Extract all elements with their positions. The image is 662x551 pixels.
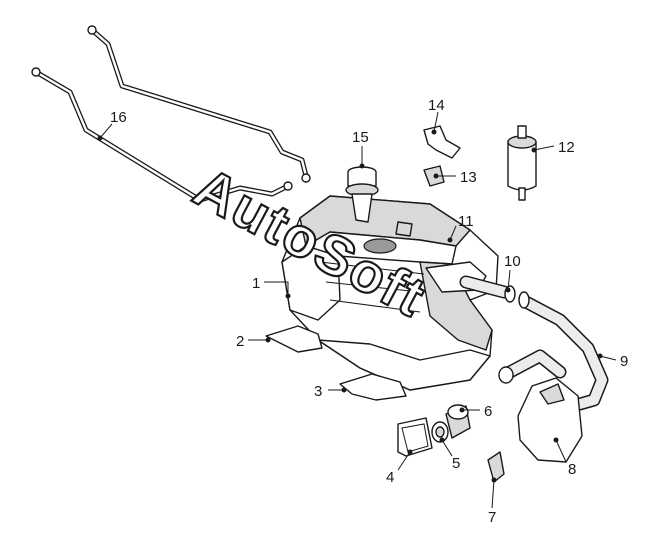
tank-strap-front-part[interactable] — [265, 325, 323, 353]
clip-part[interactable] — [487, 451, 505, 483]
callout-11[interactable]: 11 — [458, 213, 474, 230]
callout-12[interactable]: 12 — [558, 139, 575, 156]
callout-6[interactable]: 6 — [484, 403, 492, 420]
access-cover-part[interactable] — [397, 417, 433, 457]
callout-9[interactable]: 9 — [620, 353, 628, 370]
callout-5[interactable]: 5 — [452, 455, 460, 472]
callout-14[interactable]: 14 — [428, 97, 445, 114]
fuel-filter-part[interactable] — [507, 125, 537, 201]
filter-bracket-part[interactable] — [423, 125, 461, 159]
callout-10[interactable]: 10 — [504, 253, 521, 270]
callout-13[interactable]: 13 — [460, 169, 477, 186]
bracket-cover-part[interactable] — [517, 377, 583, 463]
callout-1[interactable]: 1 — [252, 275, 260, 292]
callout-8[interactable]: 8 — [568, 461, 576, 478]
gasket-ring-part[interactable] — [431, 421, 449, 443]
callout-labels: 1 2 3 4 5 6 7 8 9 10 11 12 13 14 15 16 — [110, 97, 628, 526]
fuel-tank-part[interactable] — [281, 195, 499, 391]
fuel-pump-part[interactable] — [345, 166, 379, 223]
callout-7[interactable]: 7 — [488, 509, 496, 526]
filler-hose-part[interactable] — [498, 291, 609, 411]
callout-16[interactable]: 16 — [110, 109, 127, 126]
callout-3[interactable]: 3 — [314, 383, 322, 400]
callout-15[interactable]: 15 — [352, 129, 369, 146]
fuel-lines-part[interactable] — [31, 25, 311, 203]
tank-strap-rear-part[interactable] — [339, 373, 407, 401]
callout-4[interactable]: 4 — [386, 469, 394, 486]
leader-lines — [97, 111, 617, 509]
callout-2[interactable]: 2 — [236, 333, 244, 350]
